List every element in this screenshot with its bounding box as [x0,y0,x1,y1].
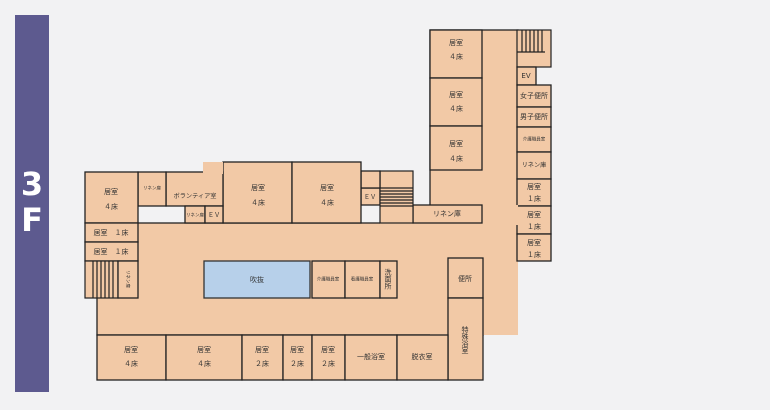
room-label: 女子便所 [520,91,548,100]
room-label: リネン庫 [433,209,461,218]
room-label: 便所 [458,274,472,283]
room-beds: ２床 [290,359,304,368]
room-west-4bed: 居室 ４床 [84,171,139,224]
room-label: 居室 [449,139,463,148]
room-label: 居室 １床 [94,228,129,237]
room-label: 居室 [449,38,463,47]
room-center-4bed-1: 居室 ４床 [222,161,293,224]
washroom: 洗面所 [379,260,398,299]
room-label: 脱衣室 [412,352,433,361]
atrium-void: 吹抜 [203,260,311,299]
small-storage: リネン庫 [184,205,206,224]
room-label: リネン庫 [125,270,132,288]
room-label: リネン庫 [143,185,161,192]
elevator-west: ＥＶ [204,205,224,224]
room-label: EV [521,72,530,80]
room-south-4bed-1: 居室 ４床 [96,334,167,381]
room-label: 居室 [251,183,265,192]
room-south-2bed-1: 居室 ２床 [241,334,284,381]
stairs-west [84,260,119,299]
linen-storage-small: リネン庫 [137,171,167,207]
room-east-4bed-1: 居室 ４床 [429,29,483,79]
room-label: ボランティア室 [174,192,217,200]
room-label: リネン庫 [522,161,547,169]
volunteer-room: ボランティア室 [165,162,224,207]
room-label: 居室 [104,187,118,196]
room-beds: ４床 [104,202,118,211]
room-east-1bed-1: 居室 １床 [516,178,552,207]
room-west-1bed-1: 居室 １床 [84,222,139,243]
linen-storage-east: リネン庫 [516,151,552,180]
room-label: 居室 [527,182,541,191]
room-label: 特殊浴室 [461,325,469,354]
floor-letter: F [21,201,43,239]
room-label: 看護職員室 [351,276,374,283]
room-beds: ４床 [449,52,463,61]
room-label: 介護職員室 [317,276,340,283]
elevator-mid: ＥＶ [360,187,381,206]
room-label: 一般浴室 [357,352,385,361]
room-beds: ２床 [255,359,269,368]
room-label: 吹抜 [250,275,264,284]
floor-indicator-band: 3 F [15,15,49,392]
stairs-east [516,29,552,68]
room-label: 居室 [320,183,334,192]
care-staff-room-mid: 介護職員室 [311,260,346,299]
room-label: 居室 [290,345,304,354]
linen-storage-vertical: リネン庫 [117,260,139,299]
mens-restroom: 男子便所 [516,106,552,128]
room-beds: ２床 [321,359,335,368]
room-label: 男子便所 [520,112,548,121]
room-label: 居室 [527,238,541,247]
room-label: 居室 [255,345,269,354]
nurse-staff-room: 看護職員室 [344,260,381,299]
room-label: 洗面所 [384,268,392,291]
room-east-1bed-3: 居室 １床 [516,233,552,262]
elevator-east: EV [516,66,537,86]
room-label: 居室 [197,345,211,354]
womens-restroom: 女子便所 [516,84,552,108]
room-beds: ４床 [449,104,463,113]
room-east-1bed-2: 居室 １床 [516,205,552,235]
room-beds: ４床 [124,359,138,368]
room-label: ＥＶ [364,194,376,201]
room-beds: ４床 [449,154,463,163]
room-label: 居室 [527,210,541,219]
room-south-4bed-2: 居室 ４床 [165,334,243,381]
room-label: ＥＶ [208,212,220,219]
room-south-2bed-2: 居室 ２床 [282,334,313,381]
room-east-4bed-3: 居室 ４床 [429,125,483,171]
room-label: リネン庫 [186,212,204,219]
mid-block [360,170,381,189]
room-center-4bed-2: 居室 ４床 [291,161,362,224]
floor-number: 3 [20,165,44,203]
room-west-1bed-2: 居室 １床 [84,241,139,262]
room-beds: ４床 [197,359,211,368]
room-beds: ４床 [320,198,334,207]
room-label: 介護職員室 [523,136,546,143]
dressing-room: 脱衣室 [396,334,449,381]
room-beds: １床 [527,222,541,231]
special-bathroom: 特殊浴室 [447,297,484,381]
room-beds: ４床 [251,198,265,207]
toilet-southeast: 便所 [447,257,484,299]
room-beds: １床 [527,194,541,203]
linen-storage-mid: リネン庫 [412,204,483,224]
room-beds: １床 [527,250,541,259]
room-east-4bed-2: 居室 ４床 [429,77,483,127]
room-label: 居室 [449,90,463,99]
room-south-2bed-3: 居室 ２床 [311,334,346,381]
room-label: 居室 [321,345,335,354]
room-label: 居室 １床 [94,247,129,256]
care-staff-room-east: 介護職員室 [516,126,552,153]
general-bathroom: 一般浴室 [344,334,398,381]
stairs-mid [379,170,414,224]
room-label: 居室 [124,345,138,354]
